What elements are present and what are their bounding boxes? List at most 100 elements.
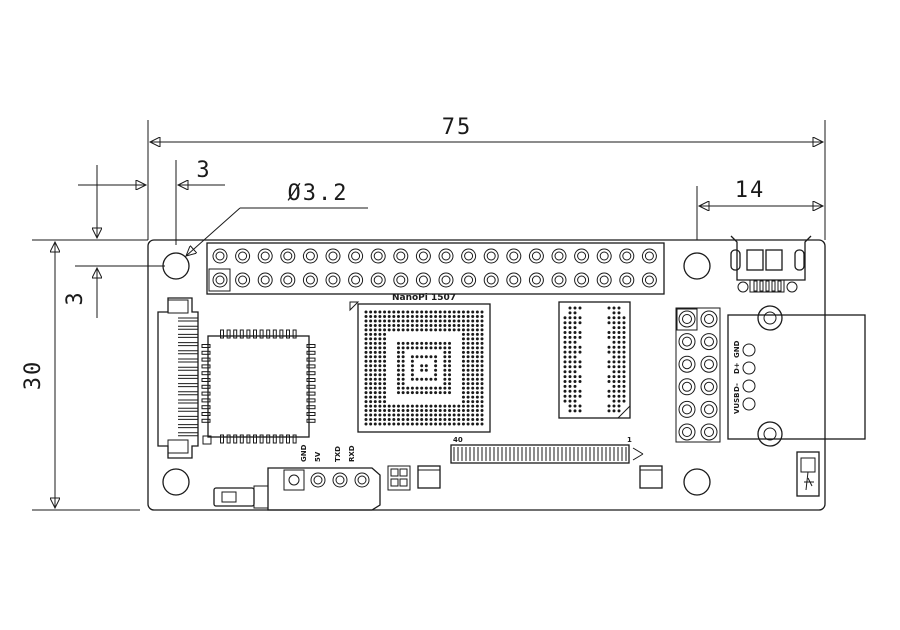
soc-ball <box>424 404 428 408</box>
gpio-pin-hole <box>215 275 225 285</box>
serial-debug-header: GND 5V TXD RXD <box>267 444 381 511</box>
soc-ball <box>475 382 479 386</box>
dram-ball <box>617 355 621 359</box>
soc-ball <box>406 386 410 390</box>
soc-ball <box>369 310 373 314</box>
dram-ball <box>578 331 582 334</box>
soc-ball <box>461 328 465 332</box>
soc-ball <box>415 386 419 390</box>
soc-ball <box>471 418 475 422</box>
dim-hole-offset: 3 <box>78 158 225 245</box>
soc-ball <box>364 323 368 327</box>
soc-ball <box>369 391 373 395</box>
qfn-pad <box>306 405 316 410</box>
soc-ball <box>373 319 377 323</box>
soc-ball <box>406 323 410 327</box>
soc-ball <box>364 368 368 372</box>
soc-ball <box>475 409 479 413</box>
dram-ball <box>573 321 577 325</box>
soc-ball <box>364 350 368 354</box>
dram-ball <box>612 316 616 320</box>
gpio-pin-hole <box>622 275 632 285</box>
soc-ball <box>480 328 484 332</box>
qfn-pad <box>292 329 297 339</box>
gpio-pin <box>528 248 544 264</box>
soc-ball <box>392 323 396 327</box>
soc-ball <box>461 350 465 354</box>
dram-ball <box>607 331 611 334</box>
gpio-pin-hole <box>305 251 315 261</box>
soc-ball <box>406 409 410 413</box>
soc-ball <box>420 341 424 345</box>
soc-ball <box>466 413 470 417</box>
soc-ball <box>373 377 377 381</box>
soc-ball <box>415 409 419 413</box>
usb-header-pin-hole <box>704 404 714 415</box>
qfn-pad <box>220 434 224 444</box>
soc-ball <box>475 314 479 318</box>
gpio-pin-hole <box>396 251 406 261</box>
soc-ball <box>475 373 479 377</box>
soc-ball <box>373 373 377 377</box>
soc-ball <box>434 413 438 417</box>
soc-ball <box>448 422 452 426</box>
soc-ball <box>387 404 391 408</box>
soc-ball <box>420 314 424 318</box>
mounting-hole-bottom-right <box>683 468 711 496</box>
micro-usb-pin <box>765 280 770 292</box>
soc-ball <box>466 355 470 359</box>
soc-ball <box>383 319 387 323</box>
soc-ball <box>369 413 373 417</box>
dram-ball <box>622 380 626 383</box>
soc-ball <box>415 355 419 359</box>
soc-ball <box>475 400 479 404</box>
soc-ball <box>383 382 387 386</box>
soc-ball <box>406 404 410 408</box>
gpio-pin <box>596 248 612 264</box>
soc-ball <box>480 319 484 323</box>
soc-ball <box>461 319 465 323</box>
soc-ball <box>461 346 465 350</box>
soc-ball <box>410 319 414 323</box>
soc-ball <box>466 395 470 399</box>
soc-ball <box>387 319 391 323</box>
qfn-pad <box>286 329 290 339</box>
soc-ball <box>387 422 391 426</box>
soc-ball <box>383 346 387 350</box>
micro-usb-connector <box>730 235 812 293</box>
usb-header-pin <box>678 355 696 373</box>
soc-ball <box>480 373 484 377</box>
dram-ball <box>573 306 577 310</box>
qfn-pad <box>233 329 238 339</box>
dram-ball <box>563 321 567 325</box>
soc-ball <box>378 404 382 408</box>
soc-ball <box>378 382 382 386</box>
dram-ball <box>578 345 582 349</box>
soc-ball <box>480 368 484 372</box>
soc-ball <box>466 359 470 363</box>
soc-ball <box>396 413 400 417</box>
soc-ball <box>420 310 424 314</box>
soc-ball <box>475 368 479 372</box>
gpio-pin <box>483 248 499 264</box>
soc-ball <box>378 323 382 327</box>
soc-ball <box>480 395 484 399</box>
soc-ball <box>410 341 414 345</box>
small-components <box>387 465 663 491</box>
soc-ball <box>378 364 382 368</box>
side-switch <box>796 451 820 497</box>
soc-ball <box>410 404 414 408</box>
soc-ball <box>443 328 447 332</box>
gpio-pin-hole <box>599 275 609 285</box>
qfn-pad <box>201 357 211 362</box>
soc-ball <box>443 422 447 426</box>
soc-ball <box>392 319 396 323</box>
gpio-pin-hole <box>418 275 428 285</box>
soc-ball <box>369 422 373 426</box>
gpio-pin-hole <box>441 251 451 261</box>
qfn-pad <box>246 434 251 444</box>
soc-ball <box>480 341 484 345</box>
soc-ball <box>392 328 396 332</box>
dram-ball <box>617 389 621 393</box>
soc-ball <box>373 368 377 372</box>
